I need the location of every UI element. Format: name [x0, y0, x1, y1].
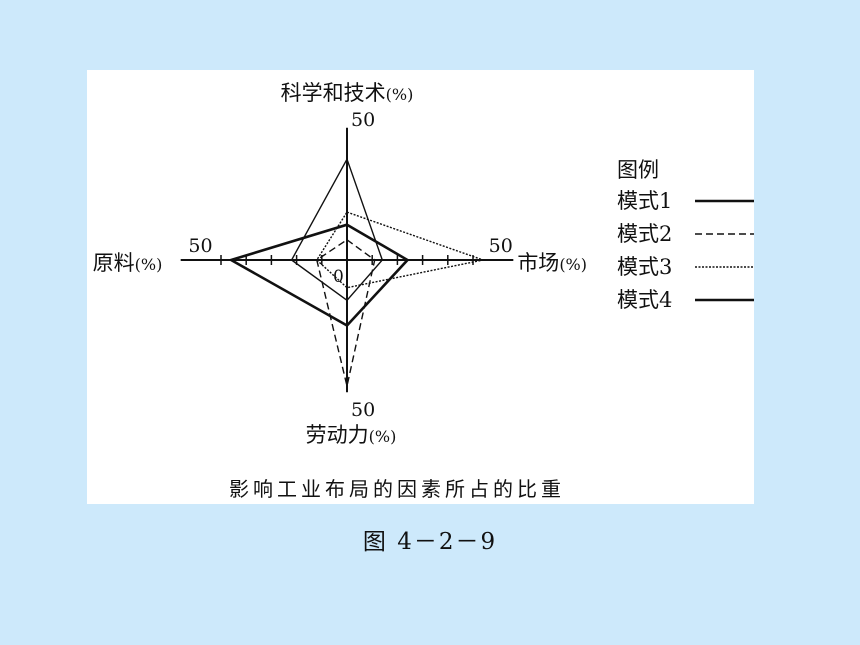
legend-label-3: 模式3 — [617, 255, 672, 279]
legend-label-2: 模式2 — [617, 222, 672, 246]
axis-label-labor: 劳动力(%) — [306, 423, 397, 447]
axis-label-raw-material: 原料(%) — [93, 251, 163, 275]
axis-max-market: 50 — [489, 235, 513, 257]
chart-series — [227, 157, 486, 387]
legend-label-4: 模式4 — [617, 288, 672, 312]
legend-title: 图例 — [617, 158, 659, 182]
chart-title: 影响工业布局的因素所占的比重 — [229, 477, 565, 501]
axis-origin-label: 0 — [333, 267, 344, 287]
figure-caption: 图 4－2－9 — [362, 529, 498, 555]
axis-max-labor: 50 — [351, 399, 375, 421]
series-1-polygon — [290, 157, 384, 302]
series-3-polygon — [315, 211, 486, 289]
axis-label-science-tech: 科学和技术(%) — [281, 81, 414, 105]
axis-max-raw-material: 50 — [188, 235, 212, 257]
series-2-polygon — [316, 238, 376, 387]
legend-label-1: 模式1 — [617, 189, 672, 213]
axis-label-market: 市场(%) — [517, 251, 587, 275]
axis-max-science-tech: 50 — [351, 109, 375, 131]
series-4-polygon — [227, 223, 410, 328]
